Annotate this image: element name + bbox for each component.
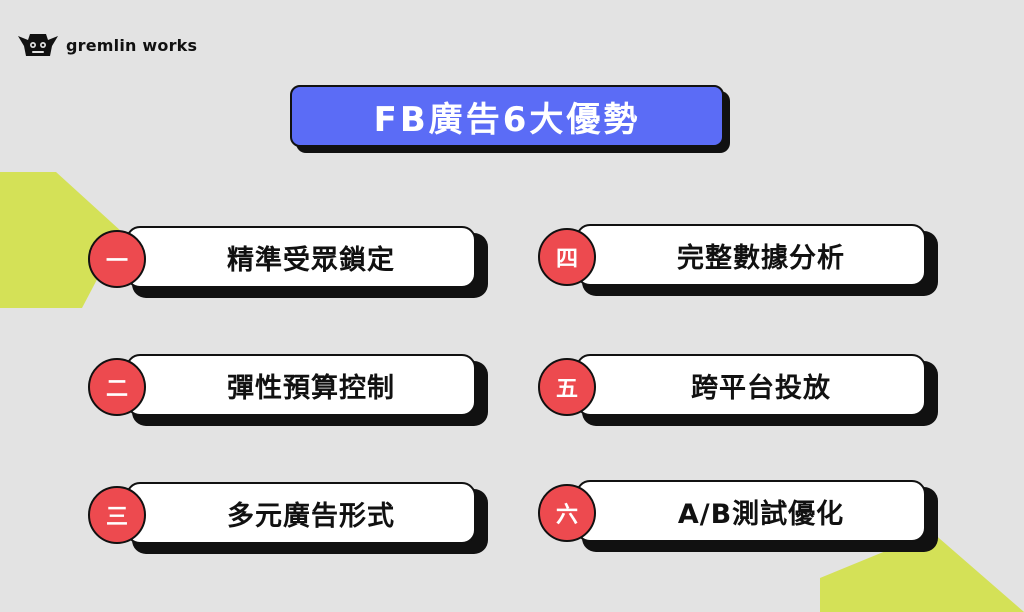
- advantage-label: 多元廣告形式: [126, 482, 476, 544]
- advantage-label: 彈性預算控制: [126, 354, 476, 416]
- logo-text: gremlin works: [66, 35, 198, 55]
- brand-logo[interactable]: gremlin works: [16, 30, 197, 60]
- advantage-card-4: 完整數據分析 四: [538, 224, 938, 296]
- number-badge: 三: [88, 486, 146, 544]
- decor-shape-right: [820, 532, 1024, 612]
- number-badge: 二: [88, 358, 146, 416]
- advantage-card-6: A/B測試優化 六: [538, 480, 938, 552]
- number-badge: 四: [538, 228, 596, 286]
- advantage-card-3: 多元廣告形式 三: [88, 482, 488, 554]
- title-banner: FB廣告6大優勢: [290, 85, 730, 153]
- number-badge: 五: [538, 358, 596, 416]
- advantage-card-5: 跨平台投放 五: [538, 354, 938, 426]
- number-badge: 一: [88, 230, 146, 288]
- gremlin-mascot-icon: [18, 34, 58, 56]
- advantage-label: A/B測試優化: [576, 480, 926, 542]
- advantage-card-2: 彈性預算控制 二: [88, 354, 488, 426]
- advantage-label: 完整數據分析: [576, 224, 926, 286]
- page-title: FB廣告6大優勢: [290, 85, 724, 147]
- advantage-label: 跨平台投放: [576, 354, 926, 416]
- number-badge: 六: [538, 484, 596, 542]
- advantage-label: 精準受眾鎖定: [126, 226, 476, 288]
- advantage-card-1: 精準受眾鎖定 一: [88, 226, 488, 298]
